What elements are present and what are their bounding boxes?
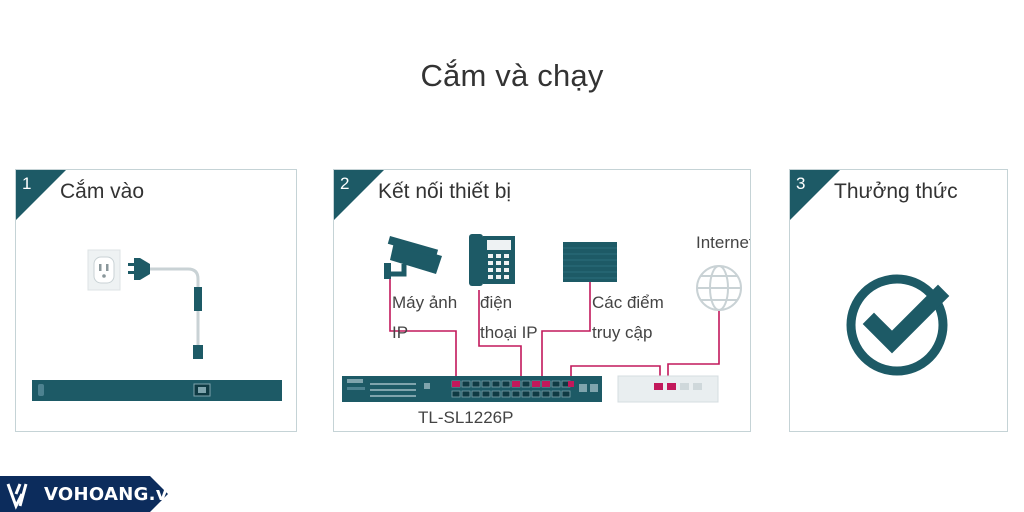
- step-title: Kết nối thiết bị: [378, 180, 512, 203]
- power-outlet-icon: [87, 249, 121, 291]
- logo-text: VOHOANG.vn: [44, 484, 181, 505]
- camera-label: Máy ảnh IP: [392, 288, 457, 348]
- access-point-icon: [563, 242, 617, 282]
- access-point-label: Các điểm truy cập: [592, 288, 664, 348]
- camera-label-line-1: Máy ảnh: [392, 293, 458, 312]
- internet-label: Internet: [696, 233, 751, 252]
- security-camera-icon: [384, 235, 442, 279]
- camera-label-line-2: IP: [392, 323, 409, 342]
- phone-label: điện thoại IP: [480, 288, 538, 348]
- step-card-plug-in: 1 Cắm vào: [15, 169, 297, 432]
- checkmark-circle-icon: [846, 274, 950, 376]
- vohoang-logo: VOHOANG.vn: [0, 476, 181, 512]
- enjoy-illustration: [846, 274, 950, 376]
- plug-in-illustration: [32, 249, 282, 401]
- switch-icon: [342, 376, 602, 402]
- phone-label-line-2: thoại IP: [480, 323, 538, 342]
- step-card-connect-devices: 2 Kết nối thiết bị: [333, 169, 751, 432]
- step-title: Thưởng thức: [834, 180, 958, 203]
- ip-phone-icon: [469, 234, 515, 286]
- cable-lines: [389, 273, 720, 382]
- step-number: 3: [796, 174, 806, 193]
- router-icon: [617, 375, 719, 403]
- phone-label-line-1: điện: [480, 293, 513, 312]
- access-point-label-line-2: truy cập: [592, 323, 653, 342]
- step-number: 2: [340, 174, 350, 193]
- step-number: 1: [22, 174, 32, 193]
- step-title: Cắm vào: [60, 180, 145, 203]
- switch-icon: [32, 380, 282, 401]
- connect-devices-illustration: [342, 234, 742, 403]
- access-point-label-line-1: Các điểm: [592, 293, 664, 312]
- switch-model-label: TL-SL1226P: [418, 408, 514, 427]
- globe-icon: [696, 265, 742, 311]
- power-plug-icon: [128, 258, 203, 359]
- page-title: Cắm và chạy: [420, 58, 604, 93]
- logo-shape: [0, 476, 168, 512]
- step-card-enjoy: 3 Thưởng thức: [789, 169, 1008, 432]
